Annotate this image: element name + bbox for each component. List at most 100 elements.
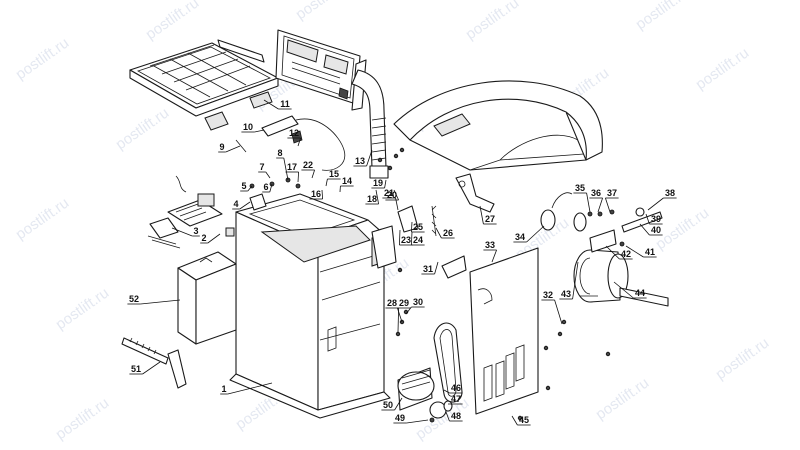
callout-number: 9 <box>219 142 224 152</box>
callout-leader <box>375 189 379 205</box>
callout-number: 14 <box>342 176 352 186</box>
callout-number: 51 <box>131 364 141 374</box>
callout-number: 22 <box>303 160 313 170</box>
callout-37: 37 <box>605 188 619 213</box>
callout-leader <box>434 261 439 275</box>
watermark-text: postlift.ru <box>143 0 203 43</box>
callout-number: 24 <box>413 235 423 245</box>
callout-number: 48 <box>451 411 461 421</box>
watermark-text: postlift.ru <box>53 284 113 333</box>
motor-and-pulleys <box>397 367 453 423</box>
callout-6: 6 <box>262 182 273 193</box>
callout-leader <box>405 306 412 315</box>
callout-leader <box>406 419 429 424</box>
parts-layer <box>121 29 669 423</box>
callout-number: 11 <box>280 99 290 109</box>
watermark-text: postlift.ru <box>713 334 773 383</box>
callout-leader <box>435 227 442 239</box>
callout-4: 4 <box>232 199 251 210</box>
callout-2: 2 <box>200 233 221 244</box>
callout-number: 25 <box>413 222 423 232</box>
callout-25: 25 <box>411 221 425 233</box>
callout-number: 16 <box>311 189 321 199</box>
callout-30: 30 <box>405 297 425 315</box>
callout-leader <box>479 205 484 225</box>
callout-leader <box>394 397 403 411</box>
callout-number: 47 <box>451 394 461 404</box>
callout-10: 10 <box>241 122 265 133</box>
callout-leader <box>491 249 497 263</box>
callout-leader <box>366 149 373 167</box>
callout-22: 22 <box>301 160 315 179</box>
callout-leader <box>263 99 279 110</box>
callout-16: 16 <box>309 189 323 200</box>
callout-8: 8 <box>276 148 289 181</box>
callout-leader <box>269 183 273 193</box>
callout-3: 3 <box>171 226 200 237</box>
callout-number: 44 <box>635 288 645 298</box>
callout-number: 18 <box>367 194 377 204</box>
control-panel <box>275 29 367 111</box>
callout-number: 41 <box>645 247 655 257</box>
watermark-text: postlift.ru <box>13 194 73 243</box>
callout-number: 43 <box>561 289 571 299</box>
callout-leader <box>227 382 273 395</box>
callout-number: 29 <box>399 298 409 308</box>
callout-17: 17 <box>285 162 299 183</box>
callout-leader <box>283 157 289 181</box>
callout-number: 6 <box>263 182 268 192</box>
callout-number: 2 <box>201 233 206 243</box>
callout-leader <box>613 281 634 299</box>
callout-leader <box>393 189 399 201</box>
watermark-text: postlift.ru <box>693 44 753 93</box>
callout-number: 17 <box>287 162 297 172</box>
callout-leader <box>511 415 518 426</box>
callout-number: 45 <box>519 415 529 425</box>
callout-number: 34 <box>515 232 525 242</box>
callout-leader <box>325 178 328 187</box>
callout-1: 1 <box>220 382 273 395</box>
callout-number: 50 <box>383 400 393 410</box>
callout-5: 5 <box>240 181 253 192</box>
callout-leader <box>597 197 603 213</box>
main-shaft-assembly <box>573 249 669 307</box>
callout-number: 32 <box>543 290 553 300</box>
callout-number: 19 <box>373 178 383 188</box>
callout-leader <box>171 227 193 237</box>
callout-45: 45 <box>511 415 531 426</box>
callout-leader <box>399 229 401 246</box>
callout-leader <box>142 361 161 375</box>
callout-51: 51 <box>129 361 161 375</box>
callout-leader <box>239 201 251 210</box>
callout-27: 27 <box>479 205 497 225</box>
callout-number: 39 <box>651 214 661 224</box>
callout-leader <box>526 225 545 243</box>
callout-15: 15 <box>325 169 341 187</box>
callout-number: 8 <box>277 148 282 158</box>
callout-38: 38 <box>647 188 677 211</box>
callout-leader <box>297 171 299 183</box>
callout-number: 7 <box>259 162 264 172</box>
callout-number: 30 <box>413 297 423 307</box>
callout-number: 12 <box>289 128 299 138</box>
callout-number: 36 <box>591 188 601 198</box>
callout-number: 38 <box>665 188 675 198</box>
callout-number: 28 <box>387 298 397 308</box>
callout-number: 10 <box>243 122 253 132</box>
callout-40: 40 <box>639 223 663 236</box>
callout-number: 23 <box>401 235 411 245</box>
callout-26: 26 <box>435 227 455 239</box>
callout-31: 31 <box>421 261 439 275</box>
watermark-text: postlift.ru <box>53 394 113 443</box>
callout-28: 28 <box>385 298 399 333</box>
callout-52: 52 <box>127 294 181 305</box>
callout-46: 46 <box>443 383 463 394</box>
callout-18: 18 <box>365 189 379 205</box>
callout-number: 49 <box>395 413 405 423</box>
callout-leader <box>225 145 241 153</box>
callout-43: 43 <box>559 261 579 300</box>
hood-hinge <box>455 173 495 213</box>
callout-leader <box>384 179 387 189</box>
